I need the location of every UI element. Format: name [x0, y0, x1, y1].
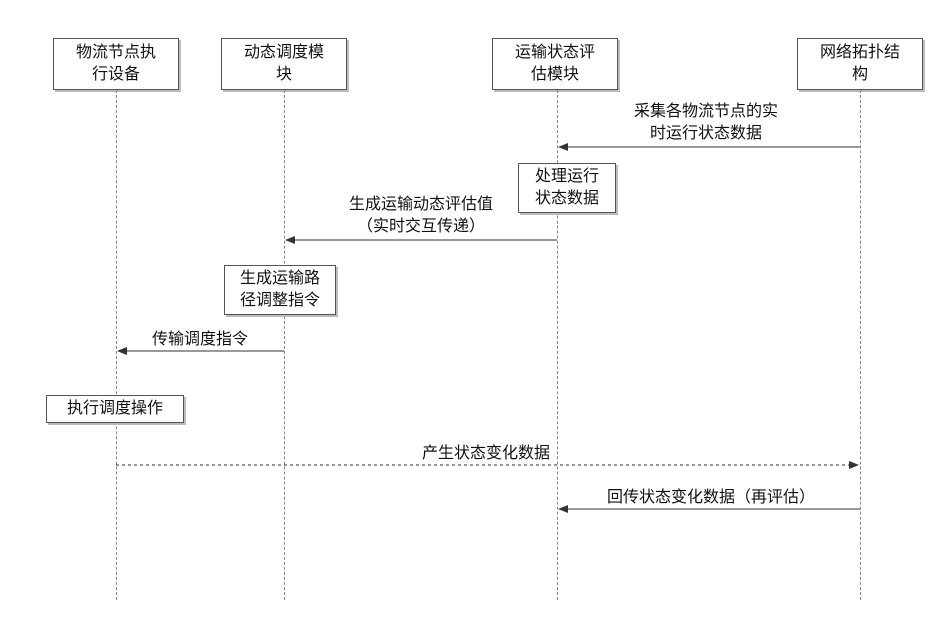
message-line1: 生成运输动态评估值	[318, 193, 524, 215]
action-line1: 执行调度操作	[50, 397, 180, 419]
action-line2: 径调整指令	[228, 289, 332, 311]
message-line1: 回传状态变化数据（再评估）	[566, 486, 856, 508]
action-execute-scheduling-operation: 执行调度操作	[46, 395, 184, 423]
action-line1: 处理运行	[522, 165, 612, 187]
message-line1: 产生状态变化数据	[386, 442, 586, 464]
action-line2: 状态数据	[522, 187, 612, 209]
message-return-state-change-data: 回传状态变化数据（再评估）	[566, 486, 856, 508]
message-collect-realtime-data: 采集各物流节点的实 时运行状态数据	[600, 100, 812, 144]
message-generate-evaluation-value: 生成运输动态评估值 （实时交互传递）	[318, 193, 524, 237]
message-line2: （实时交互传递）	[318, 215, 524, 237]
message-line1: 采集各物流节点的实	[600, 100, 812, 122]
action-line1: 生成运输路	[228, 267, 332, 289]
message-produce-state-change-data: 产生状态变化数据	[386, 442, 586, 464]
action-process-operating-data: 处理运行 状态数据	[518, 163, 616, 213]
message-line1: 传输调度指令	[124, 328, 276, 350]
message-line2: 时运行状态数据	[600, 122, 812, 144]
message-transmit-scheduling-instruction: 传输调度指令	[124, 328, 276, 350]
action-generate-route-adjustment-instruction: 生成运输路 径调整指令	[224, 265, 336, 315]
